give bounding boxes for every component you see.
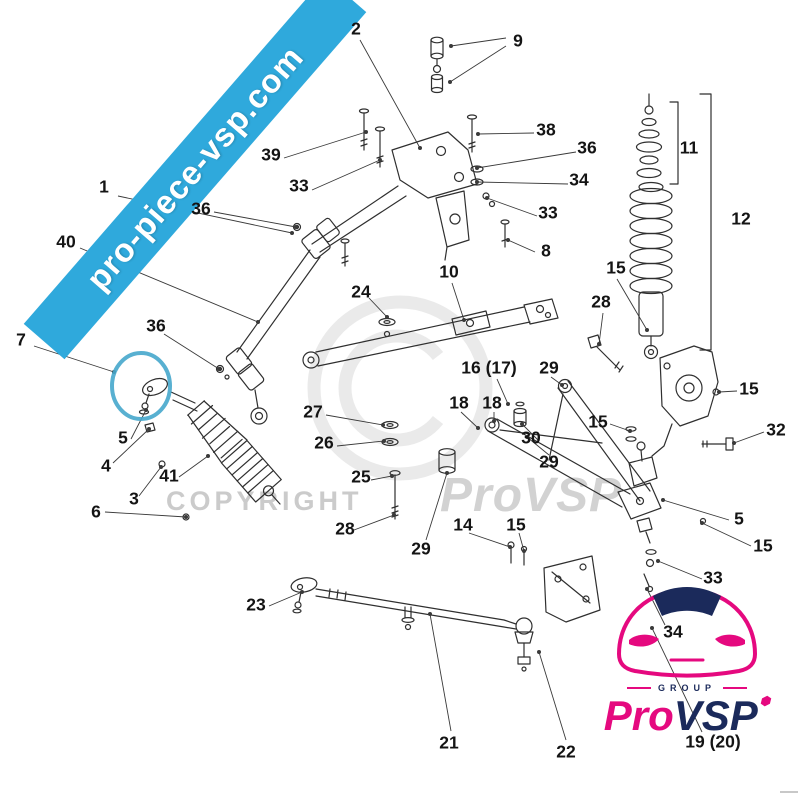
logo-brand-pro: Pro [603,692,674,739]
highlight-circle [110,351,172,421]
hexagon-icon: ⬢ [759,694,771,708]
leader-lines [33,37,765,741]
copyright-watermark-text: COPYRIGHT [166,486,363,516]
logo-brand-vsp: VSP [673,692,758,739]
line-art [138,36,734,672]
watermark-circle-icon [307,295,493,481]
copyright-watermark-brand: ProVSP [440,469,623,522]
car-front-icon [616,587,758,678]
logo-group-label: GROUP [596,683,778,693]
